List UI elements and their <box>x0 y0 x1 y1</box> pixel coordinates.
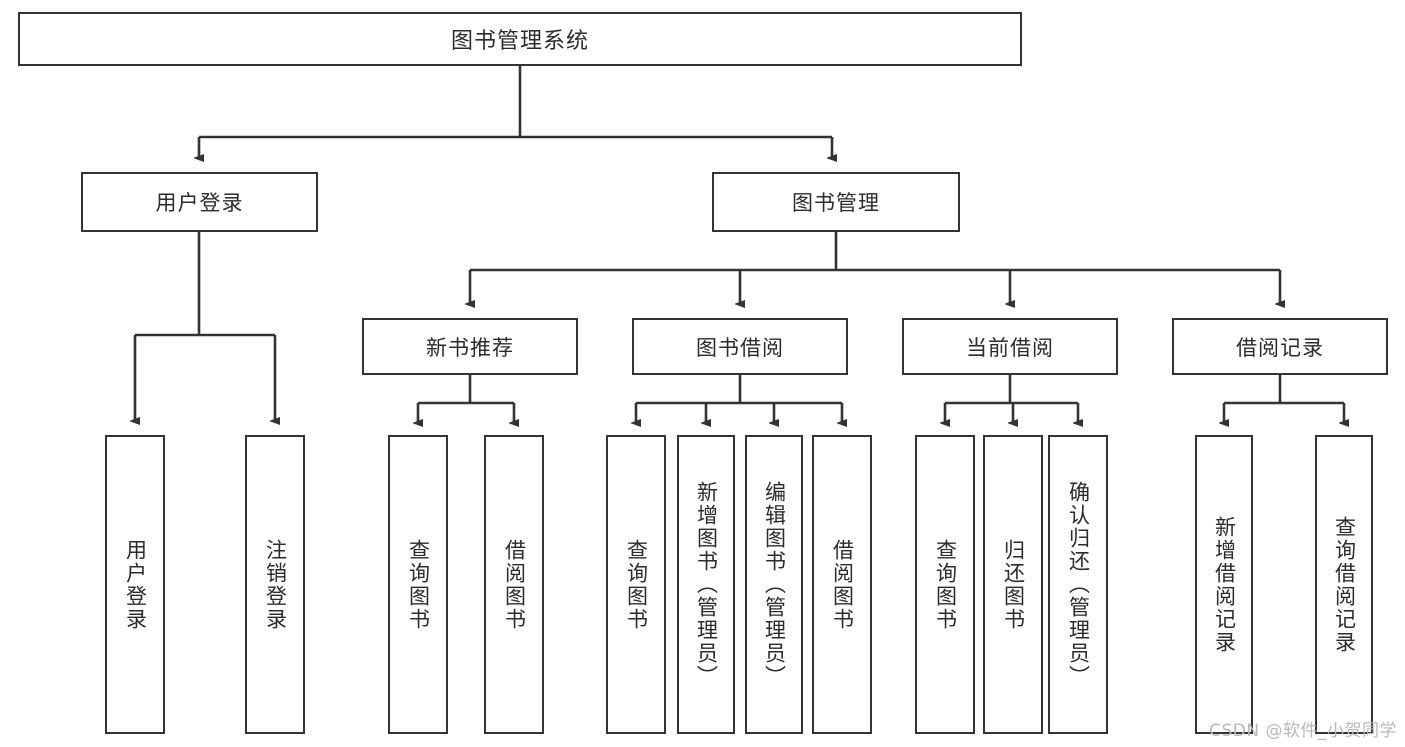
csdn-watermark: CSDN @软件_小贺同学 <box>1209 721 1397 741</box>
node-leaf-query-book-recommend-label: 查询图书 <box>406 538 431 631</box>
node-current-borrow-label: 当前借阅 <box>966 335 1054 360</box>
node-book-borrow-label: 图书借阅 <box>696 335 784 360</box>
node-leaf-return-book-label: 归还图书 <box>1001 538 1026 631</box>
node-leaf-query-book-current-label: 查询图书 <box>933 538 958 631</box>
node-borrow-record[interactable]: 借阅记录 <box>1172 318 1388 375</box>
node-root-label: 图书管理系统 <box>450 29 589 54</box>
edge-group-user-login <box>135 232 275 421</box>
edge-group-book-borrow <box>636 375 842 423</box>
node-borrow-record-label: 借阅记录 <box>1236 335 1324 360</box>
node-leaf-edit-book-admin[interactable]: 编辑图书（管理员） <box>745 435 803 734</box>
node-leaf-query-book-current[interactable]: 查询图书 <box>915 435 975 734</box>
node-user-login[interactable]: 用户登录 <box>81 172 318 232</box>
edge-group-current-borrow <box>945 375 1078 423</box>
node-leaf-add-book-admin[interactable]: 新增图书（管理员） <box>677 435 735 734</box>
node-leaf-query-book-borrow-label: 查询图书 <box>624 538 649 631</box>
node-leaf-borrow-book[interactable]: 借阅图书 <box>812 435 872 734</box>
node-leaf-query-book-borrow[interactable]: 查询图书 <box>606 435 666 734</box>
node-leaf-return-book[interactable]: 归还图书 <box>983 435 1043 734</box>
node-leaf-add-borrow-record-label: 新增借阅记录 <box>1212 515 1237 654</box>
edge-group-book-manage <box>470 232 1280 304</box>
node-leaf-query-book-recommend[interactable]: 查询图书 <box>388 435 448 734</box>
node-leaf-add-borrow-record[interactable]: 新增借阅记录 <box>1195 435 1253 734</box>
node-leaf-borrow-book-label: 借阅图书 <box>830 538 855 631</box>
node-user-login-label: 用户登录 <box>155 191 244 215</box>
node-leaf-user-login[interactable]: 用户登录 <box>105 435 165 734</box>
node-root[interactable]: 图书管理系统 <box>18 12 1022 66</box>
edge-group-root <box>199 66 832 158</box>
node-leaf-logout[interactable]: 注销登录 <box>245 435 305 734</box>
node-new-book-recommend-label: 新书推荐 <box>426 335 514 360</box>
node-leaf-user-login-label: 用户登录 <box>123 538 148 631</box>
node-book-manage[interactable]: 图书管理 <box>712 172 960 232</box>
node-leaf-confirm-return-admin[interactable]: 确认归还（管理员） <box>1048 435 1108 734</box>
edge-group-new-book-recommend <box>418 375 514 423</box>
node-book-manage-label: 图书管理 <box>792 191 880 215</box>
node-book-borrow[interactable]: 图书借阅 <box>632 318 848 375</box>
node-leaf-borrow-book-recommend-label: 借阅图书 <box>502 538 527 631</box>
node-leaf-confirm-return-admin-label: 确认归还（管理员） <box>1066 481 1091 688</box>
node-leaf-edit-book-admin-label: 编辑图书（管理员） <box>762 481 787 688</box>
edge-group-borrow-record <box>1224 375 1344 423</box>
node-new-book-recommend[interactable]: 新书推荐 <box>362 318 578 375</box>
node-leaf-query-borrow-record[interactable]: 查询借阅记录 <box>1315 435 1373 734</box>
node-leaf-logout-label: 注销登录 <box>263 538 288 631</box>
node-leaf-borrow-book-recommend[interactable]: 借阅图书 <box>484 435 544 734</box>
node-current-borrow[interactable]: 当前借阅 <box>902 318 1118 375</box>
node-leaf-add-book-admin-label: 新增图书（管理员） <box>694 481 719 688</box>
node-leaf-query-borrow-record-label: 查询借阅记录 <box>1332 515 1357 654</box>
